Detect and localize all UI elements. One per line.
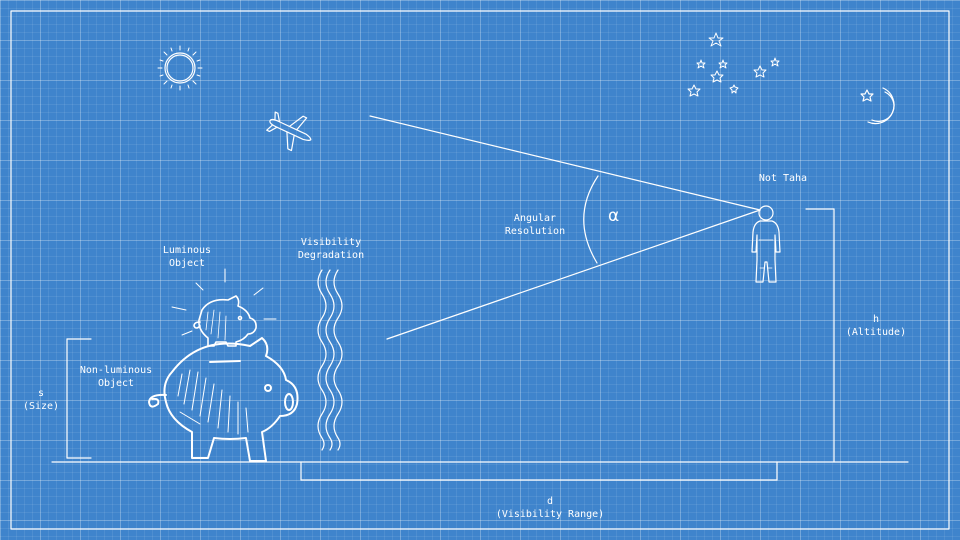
airplane-icon <box>266 111 312 152</box>
piggy-bank-large-icon <box>148 337 299 462</box>
stars-icon <box>687 32 780 97</box>
altitude-label: h(Altitude) <box>845 314 907 338</box>
moon-icon <box>860 87 895 125</box>
range-dimension <box>300 461 778 481</box>
frame-border <box>10 10 950 530</box>
angle-arc <box>583 175 599 264</box>
size-dimension <box>66 338 92 459</box>
altitude-dimension <box>805 208 835 463</box>
observer-label: Not Taha <box>758 173 808 184</box>
piggy-bank-small-icon <box>171 268 277 347</box>
sun-icon <box>157 45 203 91</box>
size-label: s(Size) <box>22 388 60 412</box>
upper-sight-line <box>369 115 761 211</box>
visibility-degradation-waves <box>317 269 343 451</box>
person-icon <box>751 205 781 283</box>
visibility-range-label: d(Visibility Range) <box>495 496 605 520</box>
alpha-symbol: α <box>608 206 620 226</box>
lower-sight-line <box>386 209 761 340</box>
